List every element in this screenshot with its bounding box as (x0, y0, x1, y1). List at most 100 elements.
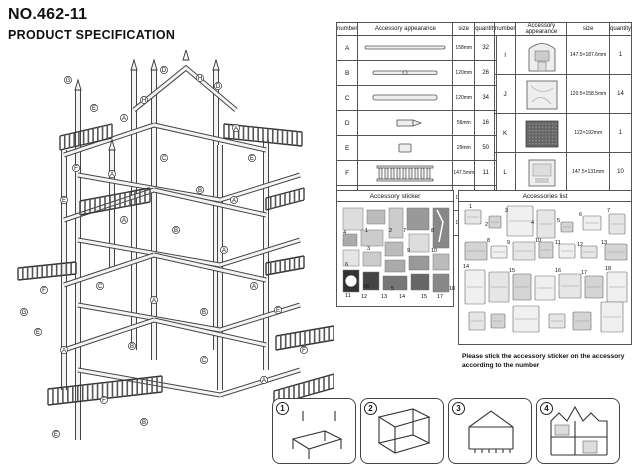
assembly-step-4: 4 (536, 398, 620, 464)
col-appearance-header: Accessory appearance (515, 22, 568, 36)
col-quantity-header: quantity (608, 22, 633, 36)
part-size: 147.5×131mm (566, 152, 610, 192)
grid-board-icon (525, 120, 559, 148)
accessory-number: 4 (531, 220, 534, 226)
sticker-number: 3 (367, 246, 370, 252)
step-number: 1 (276, 402, 289, 415)
wall-panel-icon (528, 159, 556, 187)
col-appearance-header: Accessory appearance (357, 22, 454, 36)
part-number: I (493, 35, 517, 75)
part-label: E (92, 106, 96, 112)
sticker-number: 17 (437, 294, 443, 300)
part-label: D (216, 84, 221, 90)
part-label: B (202, 310, 206, 316)
sticker-number: 14 (399, 294, 405, 300)
sticker-number: 16 (363, 284, 369, 290)
step-number: 3 (452, 402, 465, 415)
part-number: F (335, 160, 359, 186)
assembly-step-1: 1 (272, 398, 356, 464)
sticker-number: 1 (365, 228, 368, 234)
sticker (388, 207, 404, 239)
part-label: C (98, 284, 103, 290)
assembly-step-3: 3 (448, 398, 532, 464)
part-number: A (335, 35, 359, 61)
part-appearance (515, 113, 568, 153)
accessory-number: 15 (509, 268, 515, 274)
part-quantity: 1 (608, 35, 633, 75)
part-label: B (142, 420, 146, 426)
part-label: A (222, 248, 226, 254)
product-spec-subtitle: PRODUCT SPECIFICATION (8, 28, 176, 42)
step-number: 4 (540, 402, 553, 415)
step-number: 2 (364, 402, 377, 415)
accessory-number: 16 (555, 268, 561, 274)
spire-post-icon (396, 119, 423, 127)
accessory-number: 13 (601, 240, 607, 246)
accessory-number: 1 (469, 204, 472, 210)
sticker (384, 241, 404, 257)
sticker-number: 15 (421, 294, 427, 300)
part-appearance (357, 110, 454, 136)
sticker-number: 12 (361, 294, 367, 300)
sticker-number: 11 (345, 293, 351, 299)
part-appearance (515, 152, 568, 192)
part-number: L (493, 152, 517, 192)
sticker (408, 255, 430, 271)
sticker-number: 8 (431, 228, 434, 234)
sticker (342, 233, 358, 247)
sticker (342, 249, 360, 267)
sticker (362, 271, 380, 291)
sticker-number: 18 (449, 286, 455, 292)
part-label: A (152, 298, 156, 304)
part-size: 158mm (452, 35, 476, 61)
part-label: C (202, 358, 207, 364)
sticker (362, 251, 382, 267)
part-appearance (515, 74, 568, 114)
part-number: D (335, 110, 359, 136)
sticker (384, 259, 406, 273)
part-size: 120mm (452, 85, 476, 111)
part-label: A (110, 172, 114, 178)
accessory-number: 7 (607, 208, 610, 214)
col-size-header: size (566, 22, 610, 36)
col-number-header: number (335, 22, 359, 36)
part-size: 147.5mm (452, 160, 476, 186)
col-size-header: size (452, 22, 476, 36)
railing-icon (376, 165, 434, 182)
part-label: A (122, 218, 126, 224)
part-label: D (162, 68, 167, 74)
sticker-number: 9 (407, 248, 410, 254)
sticker (360, 229, 384, 247)
part-label: H (142, 98, 146, 104)
part-label: E (62, 198, 66, 204)
part-label: F (74, 166, 78, 172)
accessory-number: 6 (579, 212, 582, 218)
part-label: B (198, 188, 202, 194)
sticker (432, 273, 450, 293)
table-header-row: number Accessory appearance size quantit… (335, 22, 498, 36)
part-label: E (276, 308, 280, 314)
part-label: A (252, 284, 256, 290)
accessory-number: 8 (487, 238, 490, 244)
part-label: E (250, 156, 254, 162)
accessory-number: 11 (555, 240, 561, 246)
accessories-panel-title: Accessories list (459, 191, 631, 202)
accessory-number: 5 (557, 218, 560, 224)
sticker (410, 273, 430, 291)
part-label: H (198, 76, 202, 82)
step-4-figure (550, 405, 608, 456)
part-label: E (36, 330, 40, 336)
sticker-panel-title: Accessory sticker (337, 191, 453, 202)
sticker-instruction: Please stick the accessory sticker on th… (462, 353, 625, 369)
product-number-title: NO.462-11 (8, 6, 88, 23)
part-appearance (357, 85, 454, 111)
accessory-number: 10 (535, 238, 541, 244)
accessory-number: 2 (485, 222, 488, 228)
